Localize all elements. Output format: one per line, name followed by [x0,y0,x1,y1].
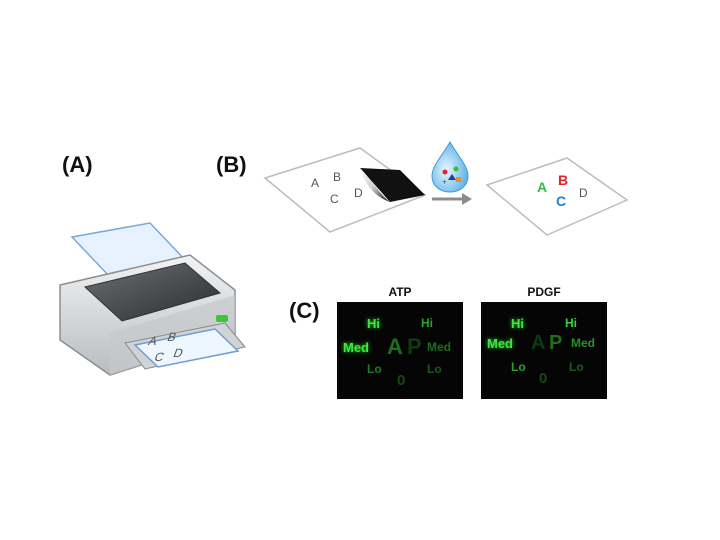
plain-sheet-letter: D [354,186,363,200]
label-hi: Hi [367,316,380,331]
droplet-icon: + [431,140,469,193]
power-indicator [216,315,228,322]
label-med: Med [487,336,513,351]
label-big-p: P [407,334,422,359]
colored-letter-b: B [558,172,569,188]
label-lo: Lo [511,360,526,374]
panel-label-a: (A) [62,152,93,177]
printer-top-cover [83,262,222,322]
peeling-corner [360,168,390,202]
label-med: Med [571,336,595,350]
output-paper [133,328,240,368]
label-lo: Lo [427,362,442,376]
svg-text:+: + [442,179,447,186]
plain-sheet-letter: C [330,192,339,206]
label-lo: Lo [569,360,584,374]
label-hi: Hi [511,316,524,331]
colored-letter-a: A [537,179,548,195]
printer-illustration [59,222,246,376]
colored-letter-c: C [556,193,567,209]
label-lo: Lo [367,362,382,376]
panel-label-c: (C) [289,298,320,323]
label-big-a: A [531,332,546,354]
label-zero: 0 [539,370,548,387]
label-big-a: A [387,334,403,359]
colored-letter-d: D [579,186,588,200]
plain-sheet-letter: B [333,170,342,184]
label-med: Med [343,340,369,355]
label-zero: 0 [397,372,406,389]
fluorescence-image-pdgf: Hi Hi Med A P Med Lo Lo 0 [481,302,607,399]
panel-label-b: (B) [216,152,247,177]
fluorescence-image-atp: Hi Hi Med A P Med Lo Lo 0 [337,302,463,399]
label-hi: Hi [565,316,577,330]
process-arrow [432,193,472,205]
label-big-p: P [549,332,563,354]
plain-sheet [263,147,427,233]
colored-sheet [485,157,629,236]
label-hi: Hi [421,316,433,330]
peeled-backing [360,168,425,202]
label-med: Med [427,340,451,354]
image-title-atp: ATP [388,285,412,299]
image-title-pdgf: PDGF [527,285,561,299]
plain-sheet-letter: A [311,176,320,190]
